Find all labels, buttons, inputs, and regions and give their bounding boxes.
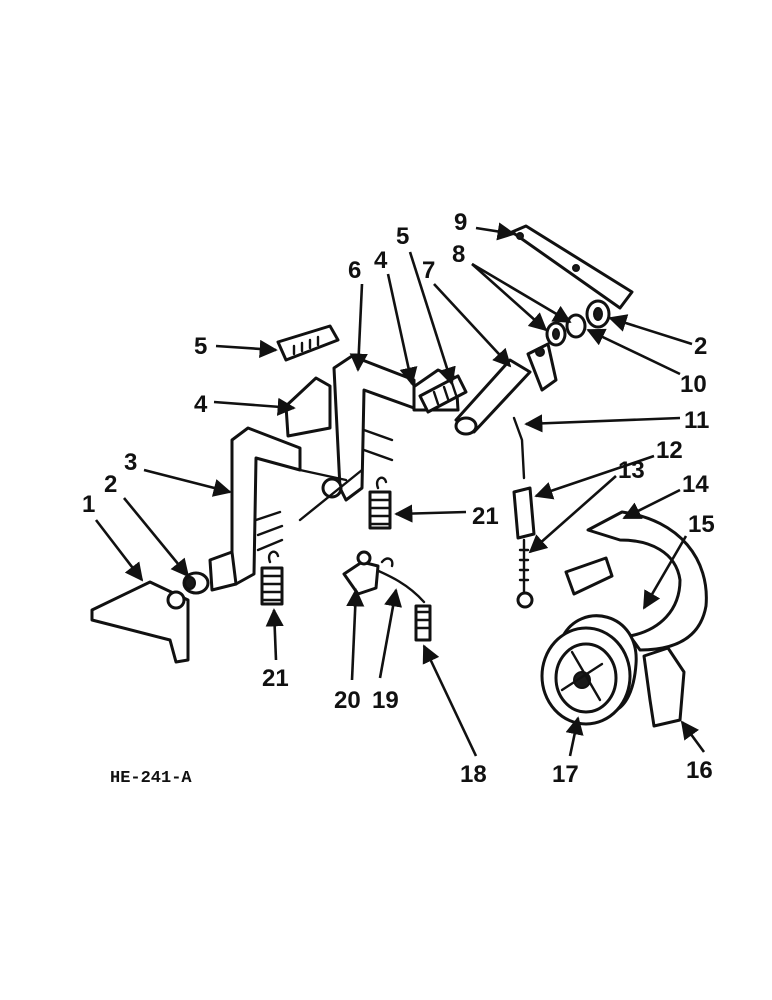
callout-7: 7 xyxy=(422,257,435,284)
part-9-bar xyxy=(510,224,634,310)
callout-21-left: 21 xyxy=(262,665,289,692)
callout-17: 17 xyxy=(552,761,579,788)
part-3-lever xyxy=(208,426,302,592)
part-16-bracket xyxy=(642,646,686,728)
part-5-pad-left xyxy=(276,324,340,362)
part-17-drum xyxy=(540,614,638,726)
part-21-spring-left xyxy=(260,550,284,606)
callout-1: 1 xyxy=(82,491,95,518)
callout-15: 15 xyxy=(688,511,715,538)
part-13-threaded-rod xyxy=(516,538,534,609)
callout-6: 6 xyxy=(348,257,361,284)
callout-4-left: 4 xyxy=(194,391,208,418)
callout-5-right: 5 xyxy=(396,223,409,250)
callout-13: 13 xyxy=(618,457,645,484)
callout-11: 11 xyxy=(684,407,709,434)
callout-10: 10 xyxy=(680,371,707,398)
callout-3: 3 xyxy=(124,449,137,476)
callout-21-right: 21 xyxy=(472,503,499,530)
callout-12: 12 xyxy=(656,437,683,464)
part-14-brake-band xyxy=(564,510,708,652)
callout-5-left: 5 xyxy=(194,333,207,360)
callout-18: 18 xyxy=(460,761,487,788)
part-21-spring-right xyxy=(368,476,392,530)
part-20-latch xyxy=(342,550,380,596)
part-7-pin xyxy=(454,342,558,436)
part-12-turnbuckle xyxy=(512,486,536,540)
part-19-wire xyxy=(370,557,426,604)
callout-labels: 1 2 3 4 5 6 4 5 7 8 9 2 10 11 12 13 14 1… xyxy=(82,209,715,788)
part-8-washers xyxy=(545,313,587,347)
part-2-bushing xyxy=(182,571,210,595)
part-11-rod xyxy=(512,416,526,480)
callout-20: 20 xyxy=(334,687,361,714)
callout-14: 14 xyxy=(682,471,709,498)
figure-code: HE-241-A xyxy=(110,769,192,788)
part-2-bushing-right xyxy=(585,299,611,329)
part-4-plate-left xyxy=(284,376,332,438)
callout-2-right: 2 xyxy=(694,333,707,360)
part-18-spring xyxy=(414,604,432,642)
callout-19: 19 xyxy=(372,687,399,714)
callout-9: 9 xyxy=(454,209,467,236)
cross-shaft xyxy=(298,468,364,522)
callout-8: 8 xyxy=(452,241,465,268)
part-1-bracket xyxy=(90,580,190,664)
callout-2-left: 2 xyxy=(104,471,117,498)
callout-16: 16 xyxy=(686,757,713,784)
leader-arrows xyxy=(94,222,706,757)
callout-4-right: 4 xyxy=(374,247,388,274)
